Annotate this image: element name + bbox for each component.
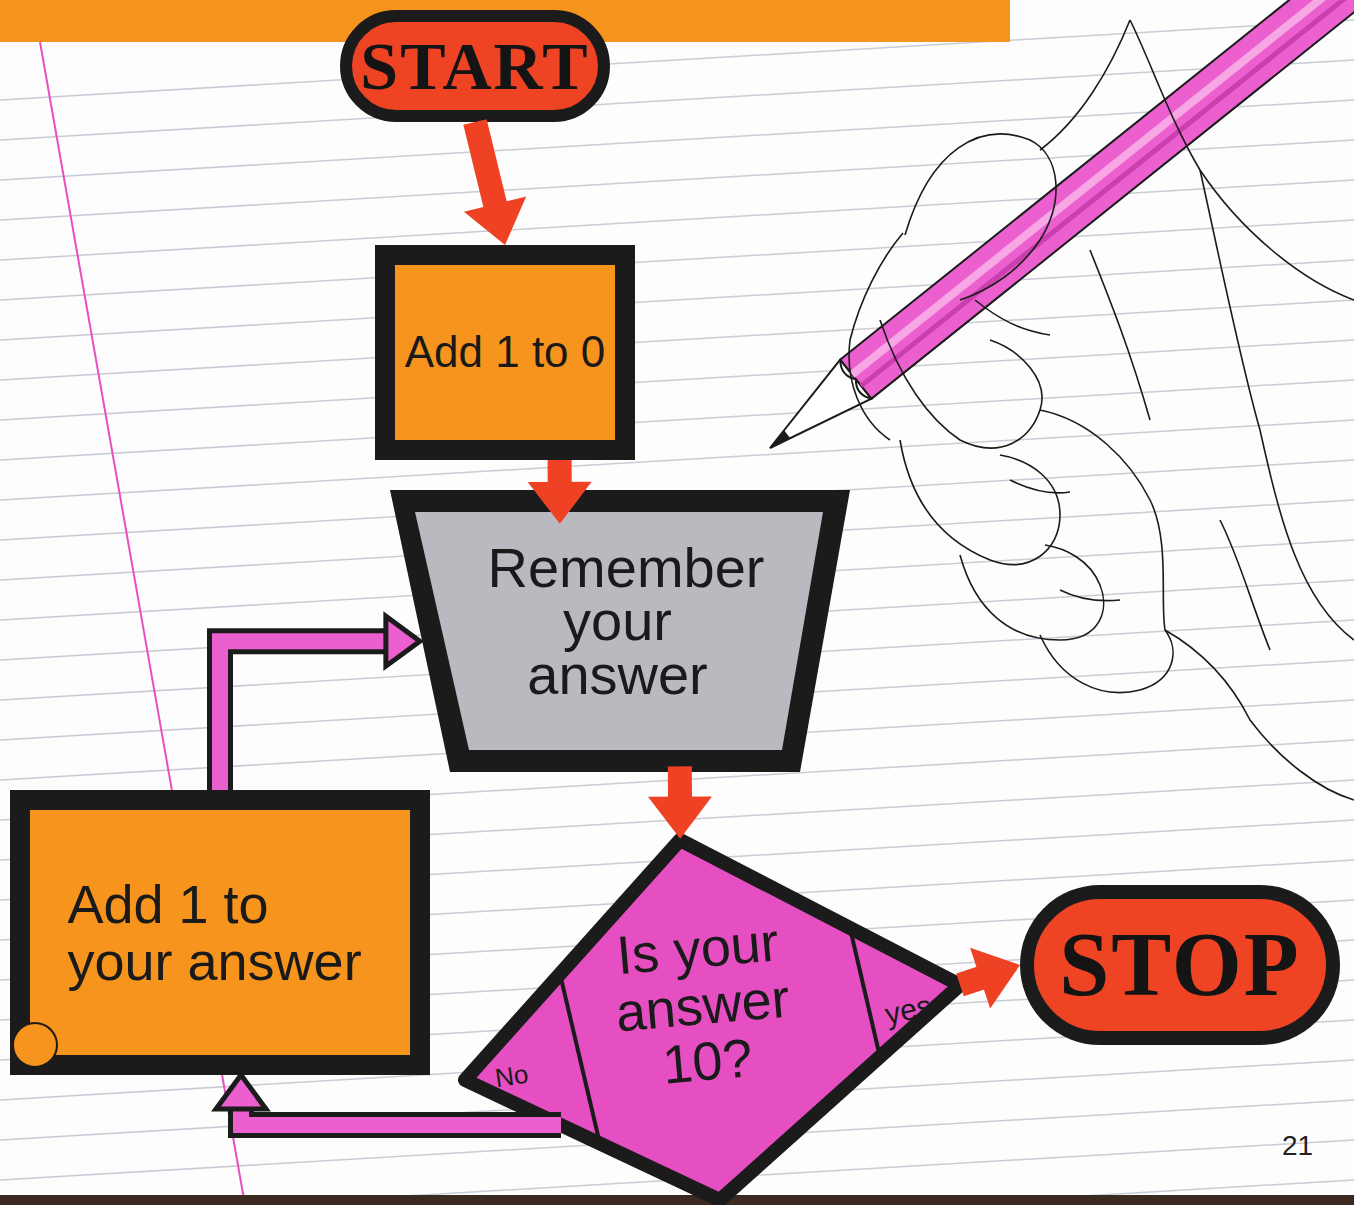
tendon-line [1090, 250, 1150, 420]
trapezoid-border [390, 490, 850, 772]
memory-trapezoid: Remember your answer [385, 490, 850, 772]
wrist-outline [1165, 630, 1354, 800]
memory-text: Remember your answer [488, 541, 748, 701]
arrow-outline [220, 641, 388, 790]
arrow-shaft [220, 641, 388, 790]
terminal-text: STOP [1059, 920, 1300, 1010]
pencil [754, 0, 1354, 468]
knuckle-line [1010, 480, 1070, 493]
terminal-text: START [360, 32, 589, 100]
knuckle-line [1060, 590, 1120, 601]
thumb-outline [849, 233, 903, 440]
finger-outline [880, 320, 1042, 448]
arrow-head [216, 1075, 266, 1109]
process-box: Add 1 to 0 [375, 245, 635, 460]
flow-arrow [648, 766, 712, 838]
palm-outline [1040, 410, 1165, 630]
thumb-outline [905, 134, 1056, 300]
process-text: Add 1 to 0 [405, 328, 606, 376]
loop-arrow [220, 616, 420, 790]
process-text: Add 1 to your answer [68, 876, 373, 989]
flow-arrow [960, 948, 1020, 1009]
decision-text: Is your answer 10? [603, 912, 802, 1098]
diamond-shape [465, 840, 960, 1200]
thumb-outline [1040, 20, 1130, 150]
knuckle-line [975, 300, 1050, 335]
finger-outline [900, 440, 1060, 564]
ruled-lines [0, 20, 1354, 1205]
hand-back-outline [1130, 20, 1354, 300]
hand-sketch [849, 20, 1354, 800]
pencil-body [840, 0, 1354, 399]
finger-outline [1040, 630, 1173, 693]
arrow-head [386, 616, 420, 666]
page-number: 21 [1282, 1130, 1313, 1162]
pencil-lead [767, 430, 790, 452]
flow-arrow [464, 122, 526, 245]
trapezoid-fill [415, 512, 823, 750]
tendon-line [1220, 520, 1270, 650]
finger-outline [960, 545, 1104, 640]
process-box: Add 1 to your answer [10, 790, 430, 1075]
pencil-wood [754, 360, 871, 468]
decision-diamond: Is your answer 10?Noyes [460, 835, 965, 1205]
branch-label: No [493, 1061, 530, 1091]
arrow-head [970, 948, 1020, 1009]
wrist-outline [1200, 170, 1354, 640]
footer-band [0, 1195, 1354, 1205]
arrow-head [648, 797, 712, 839]
pencil-stripe [860, 0, 1354, 388]
diamond-divider [560, 974, 600, 1144]
stop-terminal: STOP [1020, 885, 1340, 1045]
arrow-shaft [475, 122, 496, 206]
diamond-divider [850, 928, 880, 1057]
arrow-shaft [548, 460, 572, 484]
pencil-shaving-edge [836, 360, 871, 402]
pencil-stripe [850, 0, 1354, 378]
start-terminal: START [340, 10, 610, 122]
arrow-head [464, 197, 526, 245]
